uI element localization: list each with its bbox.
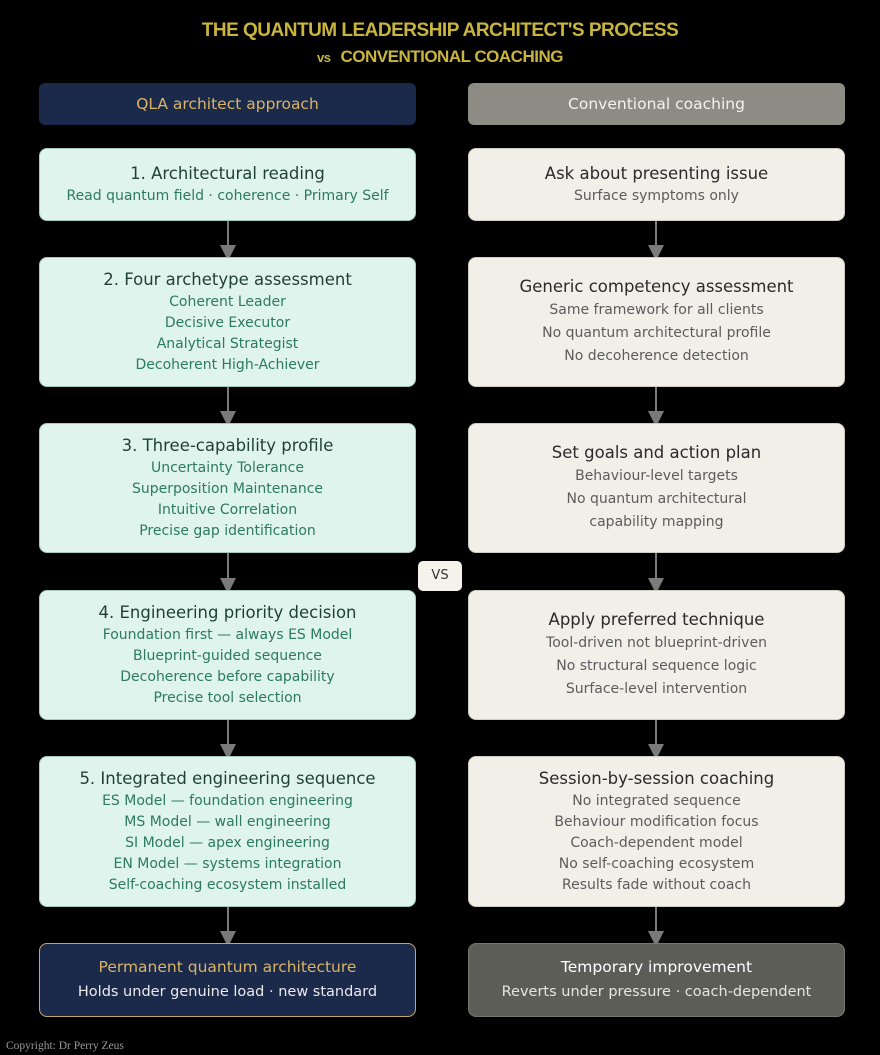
- right-step-5-line-5: Results fade without coach: [562, 876, 751, 893]
- left-column-header: QLA architect approach: [39, 83, 416, 125]
- left-step-3-line-3: Intuitive Correlation: [157, 501, 298, 518]
- right-step-3-line-2: No quantum architectural: [566, 491, 747, 507]
- right-step-5-title: Session-by-session coaching: [538, 768, 775, 788]
- left-step-4-title: 4. Engineering priority decision: [98, 602, 357, 622]
- left-step-4: 4. Engineering priority decision Foundat…: [39, 590, 416, 720]
- left-step-4-line-2: Blueprint-guided sequence: [133, 647, 322, 664]
- left-step-3-title: 3. Three-capability profile: [121, 435, 334, 455]
- left-step-1-title: 1. Architectural reading: [130, 163, 325, 183]
- right-step-2-line-2: No quantum architectural profile: [542, 325, 771, 341]
- right-step-5: Session-by-session coaching No integrate…: [468, 756, 845, 907]
- right-final-title: Temporary improvement: [560, 958, 753, 976]
- right-final-subtitle: Reverts under pressure · coach-dependent: [501, 984, 812, 1000]
- right-final-outcome: Temporary improvement Reverts under pres…: [468, 943, 845, 1017]
- right-step-5-line-3: Coach-dependent model: [570, 834, 743, 851]
- left-step-2-title: 2. Four archetype assessment: [103, 269, 352, 289]
- left-step-2-line-1: Coherent Leader: [169, 293, 286, 310]
- right-step-4-title: Apply preferred technique: [548, 610, 765, 629]
- left-step-5-line-5: Self-coaching ecosystem installed: [108, 876, 347, 893]
- left-step-2: 2. Four archetype assessment Coherent Le…: [39, 257, 416, 387]
- diagram-title-line2: vs CONVENTIONAL COACHING: [0, 47, 880, 67]
- left-step-2-line-3: Analytical Strategist: [156, 335, 299, 352]
- right-step-5-line-4: No self-coaching ecosystem: [558, 855, 755, 872]
- right-step-1-title: Ask about presenting issue: [544, 163, 769, 183]
- left-step-4-line-4: Precise tool selection: [153, 689, 302, 706]
- right-step-2-line-1: Same framework for all clients: [549, 302, 764, 318]
- left-step-3: 3. Three-capability profile Uncertainty …: [39, 423, 416, 553]
- left-step-3-line-2: Superposition Maintenance: [131, 480, 324, 497]
- left-step-5-line-2: MS Model — wall engineering: [124, 813, 331, 830]
- left-step-5-title: 5. Integrated engineering sequence: [79, 768, 376, 788]
- right-step-5-line-1: No integrated sequence: [572, 792, 741, 809]
- title-line2-text: CONVENTIONAL COACHING: [340, 47, 563, 66]
- copyright-notice: Copyright: Dr Perry Zeus: [6, 1040, 124, 1052]
- right-step-3: Set goals and action plan Behaviour-leve…: [468, 423, 845, 553]
- right-step-3-line-3: capability mapping: [589, 514, 724, 530]
- left-final-subtitle: Holds under genuine load · new standard: [77, 984, 378, 1000]
- left-step-1: 1. Architectural reading Read quantum fi…: [39, 148, 416, 221]
- right-column-header: Conventional coaching: [468, 83, 845, 125]
- right-step-2: Generic competency assessment Same frame…: [468, 257, 845, 387]
- right-step-1: Ask about presenting issue Surface sympt…: [468, 148, 845, 221]
- right-step-4-line-3: Surface-level intervention: [565, 681, 748, 697]
- title-vs: vs: [317, 50, 331, 65]
- left-step-3-line-1: Uncertainty Tolerance: [150, 459, 304, 476]
- left-final-title: Permanent quantum architecture: [98, 958, 357, 976]
- left-step-5: 5. Integrated engineering sequence ES Mo…: [39, 756, 416, 907]
- left-step-4-line-1: Foundation first — always ES Model: [102, 626, 353, 643]
- left-step-5-line-4: EN Model — systems integration: [113, 855, 342, 872]
- left-step-5-line-1: ES Model — foundation engineering: [102, 792, 353, 809]
- left-step-2-line-2: Decisive Executor: [164, 314, 291, 331]
- left-final-outcome: Permanent quantum architecture Holds und…: [39, 943, 416, 1017]
- right-step-1-line-1: Surface symptoms only: [574, 187, 739, 204]
- diagram-title-line1: THE QUANTUM LEADERSHIP ARCHITECT'S PROCE…: [201, 20, 679, 41]
- right-step-4-line-2: No structural sequence logic: [556, 658, 757, 674]
- left-step-5-line-3: SI Model — apex engineering: [125, 834, 330, 851]
- right-step-4-line-1: Tool-driven not blueprint-driven: [546, 635, 767, 651]
- vs-badge: VS: [418, 561, 462, 591]
- right-step-4: Apply preferred technique Tool-driven no…: [468, 590, 845, 720]
- left-step-1-line-1: Read quantum field · coherence · Primary…: [66, 187, 389, 204]
- left-step-2-line-4: Decoherent High-Achiever: [135, 356, 320, 373]
- right-step-3-title: Set goals and action plan: [551, 443, 762, 462]
- right-step-5-line-2: Behaviour modification focus: [554, 813, 759, 830]
- right-step-2-title: Generic competency assessment: [519, 277, 794, 296]
- left-step-3-line-4: Precise gap identification: [139, 522, 316, 539]
- left-step-4-line-3: Decoherence before capability: [120, 668, 335, 685]
- right-step-3-line-1: Behaviour-level targets: [575, 468, 738, 484]
- right-step-2-line-3: No decoherence detection: [564, 348, 749, 364]
